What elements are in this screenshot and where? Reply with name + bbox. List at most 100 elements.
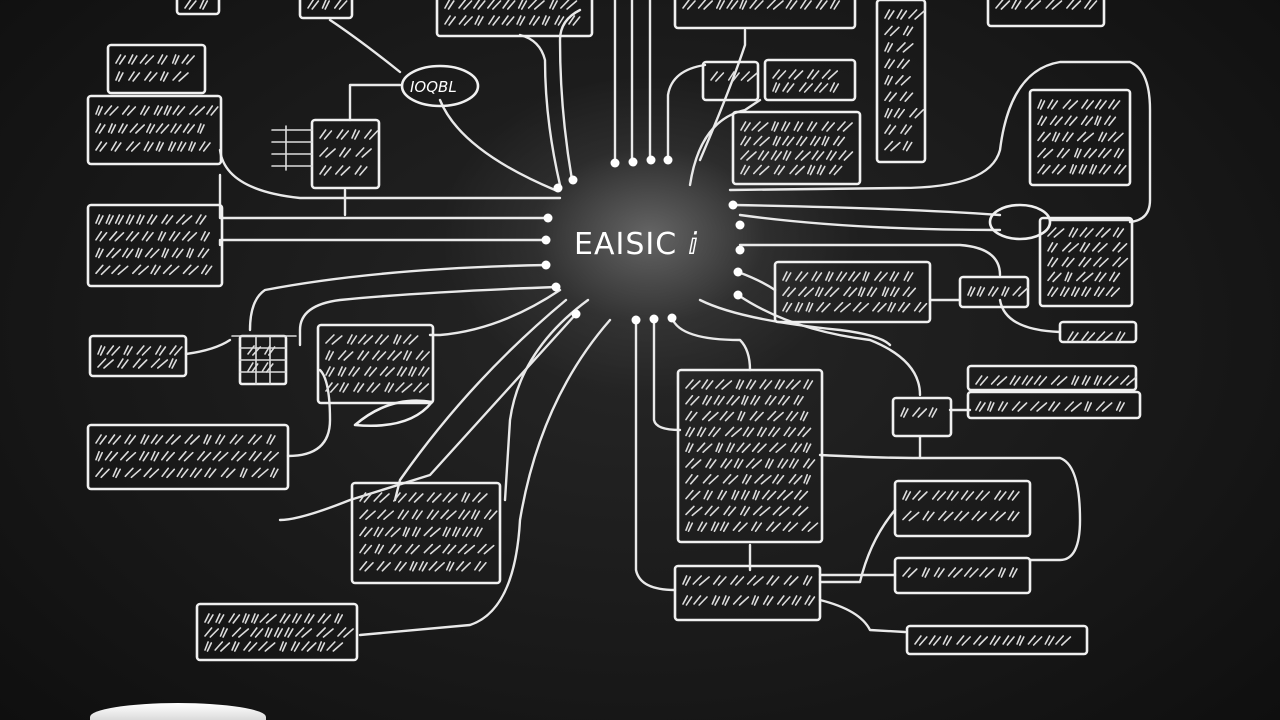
connector-dot xyxy=(553,183,563,193)
diagram-boxes xyxy=(86,0,1142,662)
scribble-line xyxy=(975,375,1138,386)
connector-line xyxy=(298,285,558,347)
scribble-line xyxy=(682,575,813,586)
scribble-line xyxy=(204,641,344,652)
diagram-box xyxy=(1028,88,1132,187)
connector-dot xyxy=(646,155,656,165)
scribble-line xyxy=(772,69,839,80)
scribble-line xyxy=(95,434,276,445)
scribble-line xyxy=(95,214,207,225)
connector-line xyxy=(738,243,1002,277)
scribble-line xyxy=(884,124,913,135)
scribble-line xyxy=(97,345,183,356)
scribble-line xyxy=(359,509,498,520)
connector-dot xyxy=(735,220,745,230)
scribble-line xyxy=(995,0,1098,10)
scribble-line xyxy=(95,141,211,152)
scribble-line xyxy=(1037,99,1121,110)
scribble-line xyxy=(710,71,758,82)
scribble-line xyxy=(685,395,804,406)
connector-line xyxy=(348,83,402,122)
scribble-line xyxy=(325,382,430,393)
connector-dot xyxy=(728,200,738,210)
scribble-line xyxy=(359,492,488,503)
connector-line xyxy=(634,320,677,592)
scribble-line xyxy=(325,334,419,345)
scribble-line xyxy=(95,467,279,479)
diagram-box xyxy=(673,564,822,622)
scribble-line xyxy=(914,635,1072,646)
scribble-line xyxy=(884,91,914,102)
connector-dot xyxy=(628,157,638,167)
connector-dot xyxy=(649,314,659,324)
diagram-box xyxy=(106,43,207,95)
scribble-line xyxy=(1047,256,1129,268)
connector-dot xyxy=(551,282,561,292)
scribble-line xyxy=(682,595,816,606)
scribble-line xyxy=(682,0,841,10)
scribble-line xyxy=(1047,271,1121,283)
scribble-line xyxy=(325,350,430,361)
scribble-line xyxy=(247,362,274,373)
diagram-box xyxy=(958,275,1030,309)
connector-dot xyxy=(663,155,673,165)
scribble-line xyxy=(740,150,854,161)
connector-line xyxy=(818,598,907,634)
connector-line xyxy=(218,148,562,200)
connector-line xyxy=(393,298,568,502)
connector-line xyxy=(503,298,590,502)
diagram-box xyxy=(435,0,594,38)
connector-line xyxy=(286,368,332,458)
diagram-box xyxy=(893,556,1032,595)
diagram-box xyxy=(88,334,188,378)
diagram-box xyxy=(1058,320,1138,344)
diagram-box xyxy=(966,364,1138,392)
connector-line xyxy=(736,293,922,397)
scribble-line xyxy=(740,164,843,176)
scribble-line xyxy=(1047,227,1125,238)
scribble-line xyxy=(115,54,195,65)
scribble-line xyxy=(444,15,581,26)
diagram-box xyxy=(86,203,224,288)
scribble-line xyxy=(884,107,925,119)
scribble-line xyxy=(319,165,368,176)
oval-node-label: IOQBL xyxy=(410,78,457,96)
lens-shape xyxy=(353,399,434,427)
diagram-box xyxy=(773,260,932,324)
scribble-line xyxy=(685,379,814,390)
scribble-line xyxy=(975,401,1125,412)
connector-line xyxy=(428,288,562,337)
scribble-line xyxy=(685,442,812,453)
diagram-box xyxy=(86,94,223,166)
scribble-line xyxy=(740,135,846,147)
connector-line xyxy=(728,60,1152,224)
scribble-line xyxy=(95,105,219,116)
connector-dot xyxy=(543,213,553,223)
scribble-line xyxy=(1037,115,1117,126)
scribble-line xyxy=(884,42,914,53)
scribble-line xyxy=(307,0,348,10)
scribble-line xyxy=(1037,164,1127,175)
connector-line xyxy=(558,8,582,182)
connector-dot xyxy=(568,175,578,185)
connector-line xyxy=(218,173,550,220)
scribble-line xyxy=(902,490,1020,501)
diagram-box xyxy=(350,481,502,585)
scribble-line xyxy=(902,510,1020,522)
scribble-line xyxy=(319,147,372,158)
scribble-line xyxy=(319,129,379,140)
diagram-box xyxy=(966,390,1142,420)
connector-line xyxy=(818,508,897,584)
scribble-line xyxy=(95,450,279,462)
scribble-line xyxy=(95,123,205,134)
scribble-line xyxy=(204,627,354,638)
connector-line xyxy=(670,316,752,372)
connector-line xyxy=(698,298,892,347)
connector-dot xyxy=(571,309,581,319)
connector-line xyxy=(518,33,562,187)
oval-node xyxy=(988,203,1052,241)
connector-line xyxy=(184,338,232,356)
scribble-line xyxy=(1047,242,1128,253)
connector-line xyxy=(738,213,1002,232)
